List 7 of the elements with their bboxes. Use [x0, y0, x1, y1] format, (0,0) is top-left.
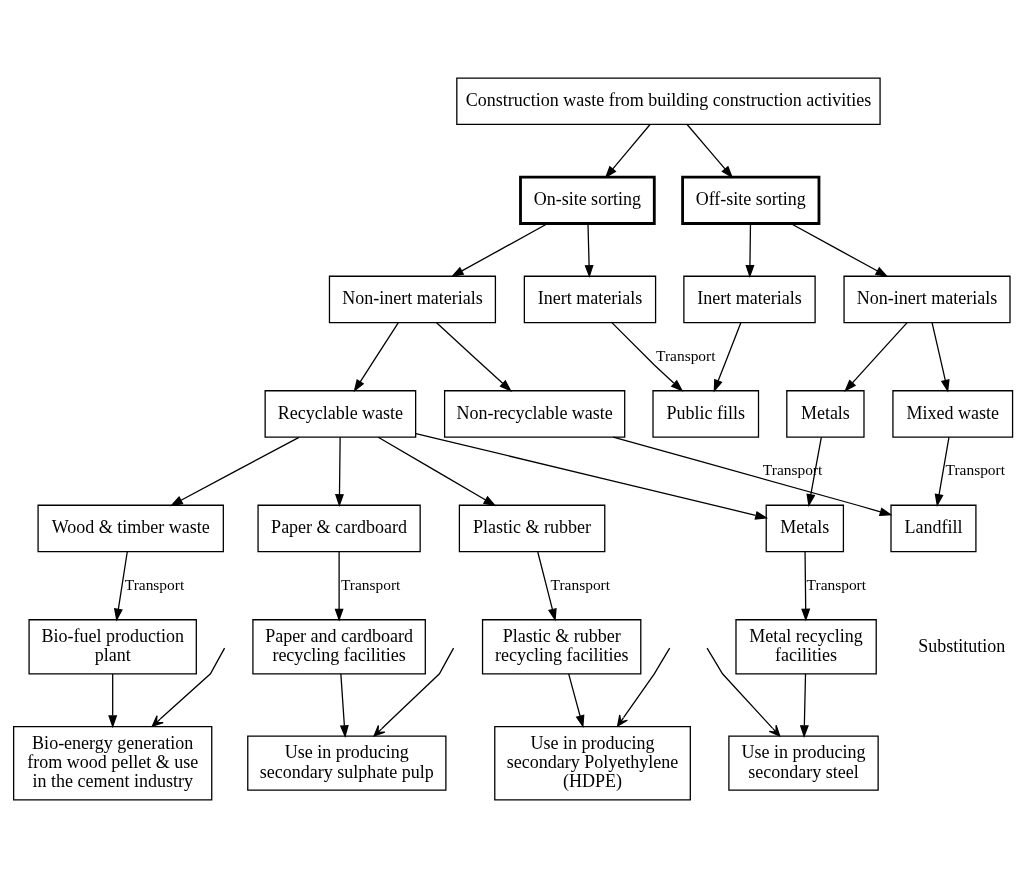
label: Substitution: [918, 635, 1006, 656]
edge-label: Transport: [550, 575, 611, 593]
edge-label: Transport: [656, 346, 716, 364]
edge-label: Transport: [806, 575, 867, 593]
edge-label: Transport: [124, 575, 185, 593]
edge-label: Transport: [945, 460, 1005, 478]
edge-label: Transport: [340, 575, 401, 593]
